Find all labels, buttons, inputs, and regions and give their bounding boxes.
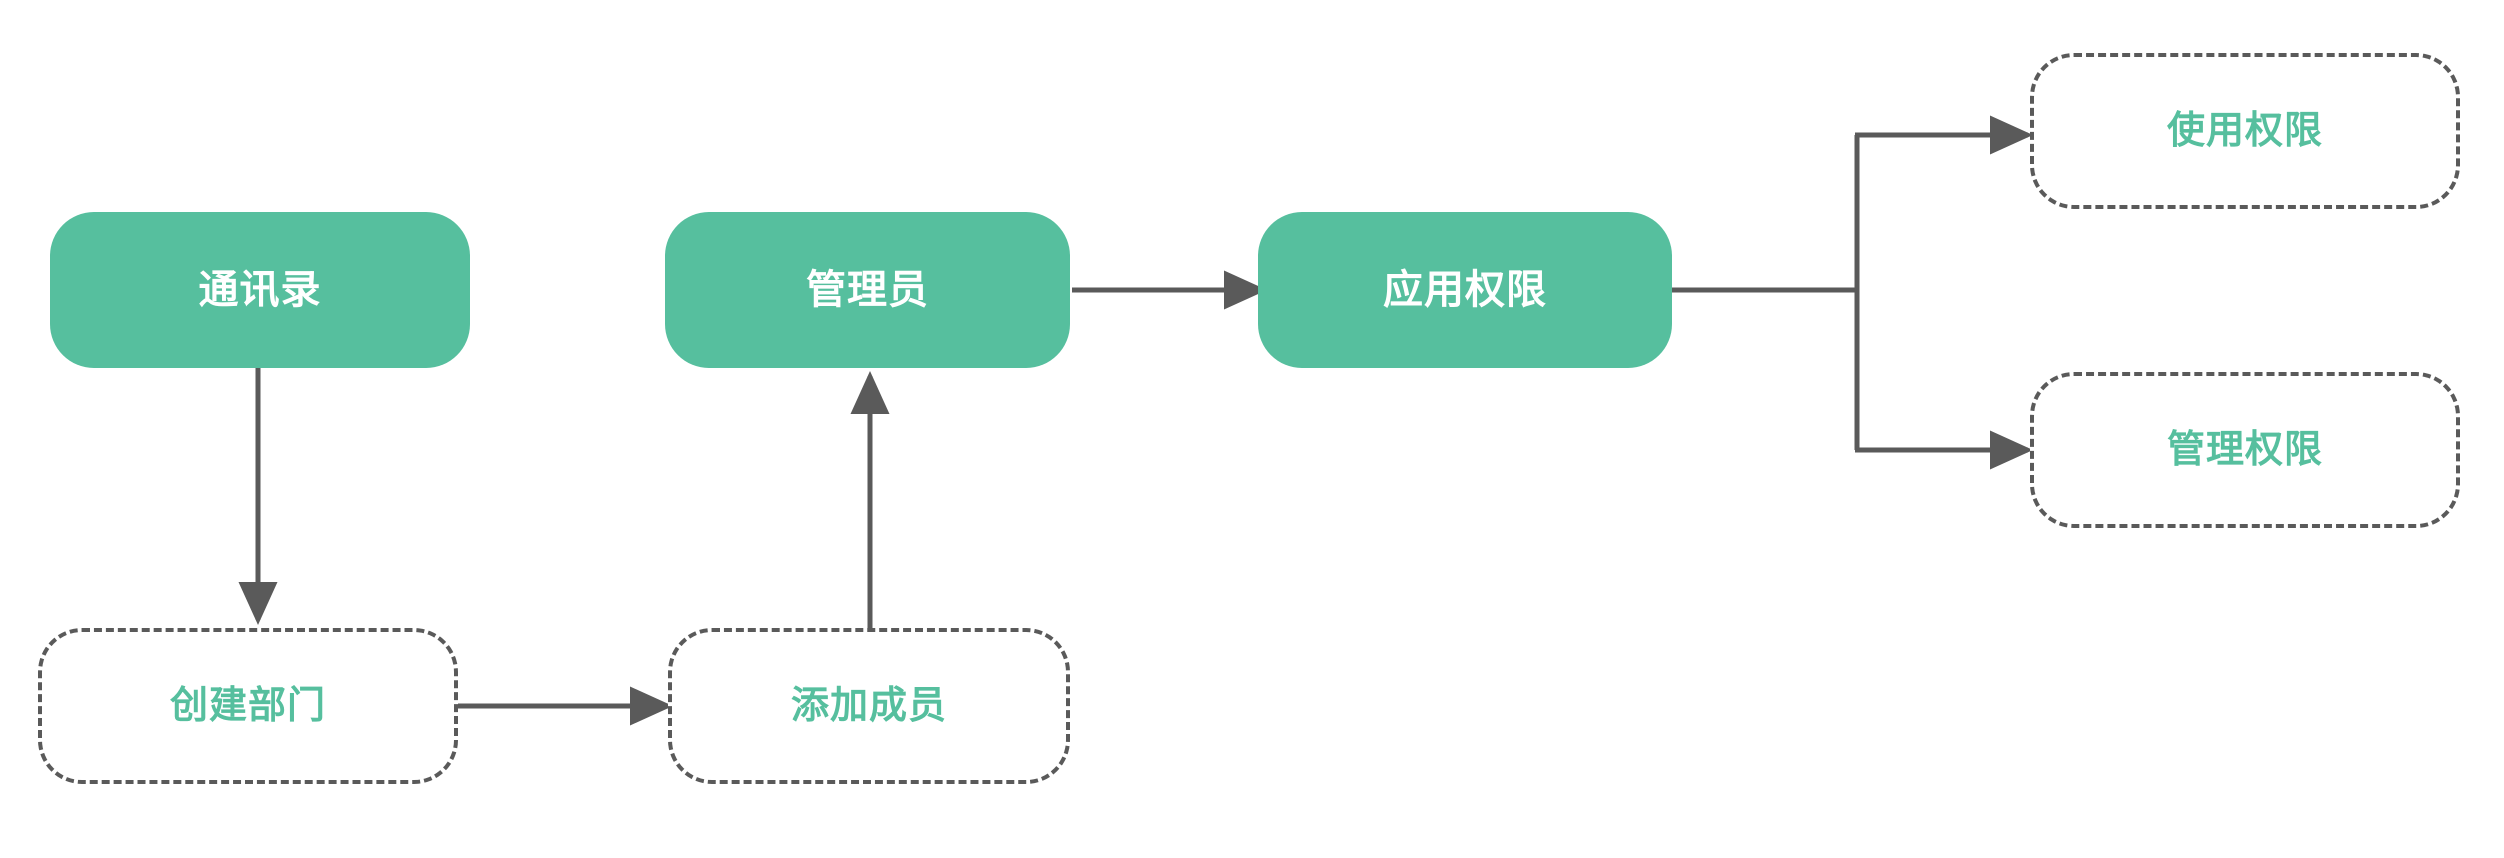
node-app-permission[interactable]: 应用权限 bbox=[1258, 212, 1672, 368]
node-add-member[interactable]: 添加成员 bbox=[668, 628, 1070, 784]
node-usage-permission-label: 使用权限 bbox=[2166, 110, 2323, 152]
node-app-permission-label: 应用权限 bbox=[1383, 268, 1547, 312]
edge-app-permission-branch-stem bbox=[1672, 135, 1860, 450]
node-administrator[interactable]: 管理员 bbox=[665, 212, 1070, 368]
node-contacts[interactable]: 通讯录 bbox=[50, 212, 470, 368]
node-contacts-label: 通讯录 bbox=[198, 268, 322, 312]
node-manage-permission-label: 管理权限 bbox=[2166, 429, 2323, 471]
node-create-department-label: 创建部门 bbox=[169, 685, 326, 727]
node-add-member-label: 添加成员 bbox=[790, 685, 947, 727]
node-manage-permission[interactable]: 管理权限 bbox=[2030, 372, 2460, 528]
node-usage-permission[interactable]: 使用权限 bbox=[2030, 53, 2460, 209]
node-administrator-label: 管理员 bbox=[806, 268, 929, 312]
node-create-department[interactable]: 创建部门 bbox=[38, 628, 458, 784]
